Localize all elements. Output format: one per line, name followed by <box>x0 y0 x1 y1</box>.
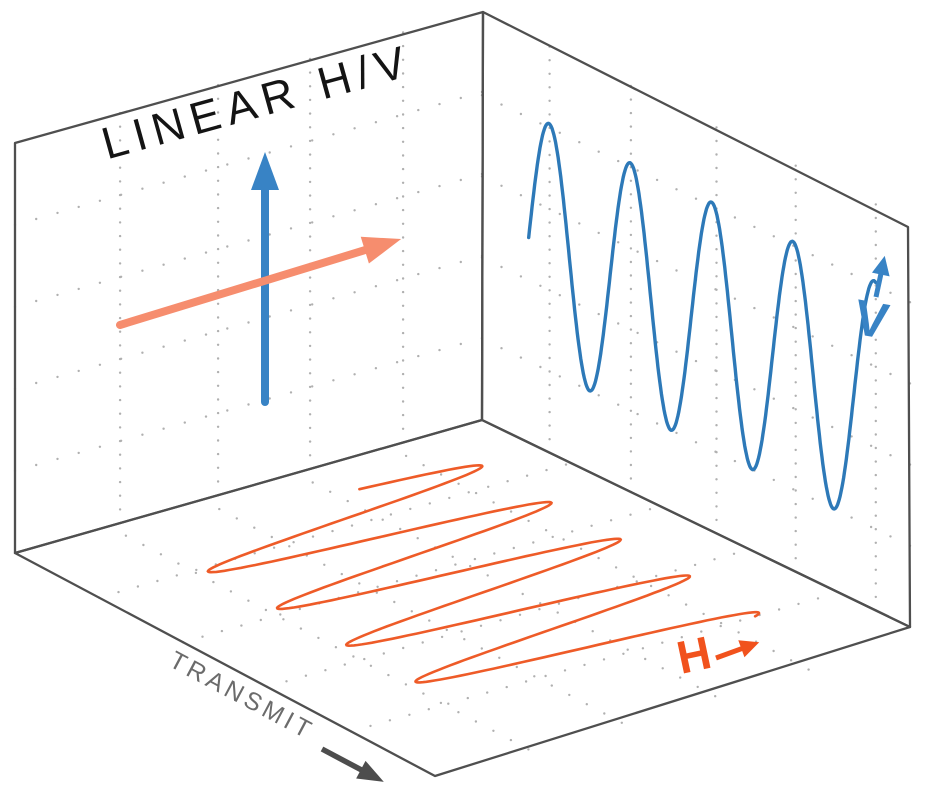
h-label-arrow-icon <box>715 640 760 661</box>
h-axis-arrow-icon <box>116 236 402 329</box>
box-right-wall-edge <box>480 10 912 629</box>
grid-dots <box>13 31 912 751</box>
transmit-arrow-icon <box>320 746 384 782</box>
h-wave <box>206 463 761 684</box>
v-wave <box>527 121 878 511</box>
v-axis-arrow-icon <box>251 152 279 406</box>
v-label-arrow-icon <box>871 255 890 298</box>
box-floor-edge <box>13 418 912 778</box>
box-edges <box>13 10 912 778</box>
wave-layer <box>206 121 878 684</box>
